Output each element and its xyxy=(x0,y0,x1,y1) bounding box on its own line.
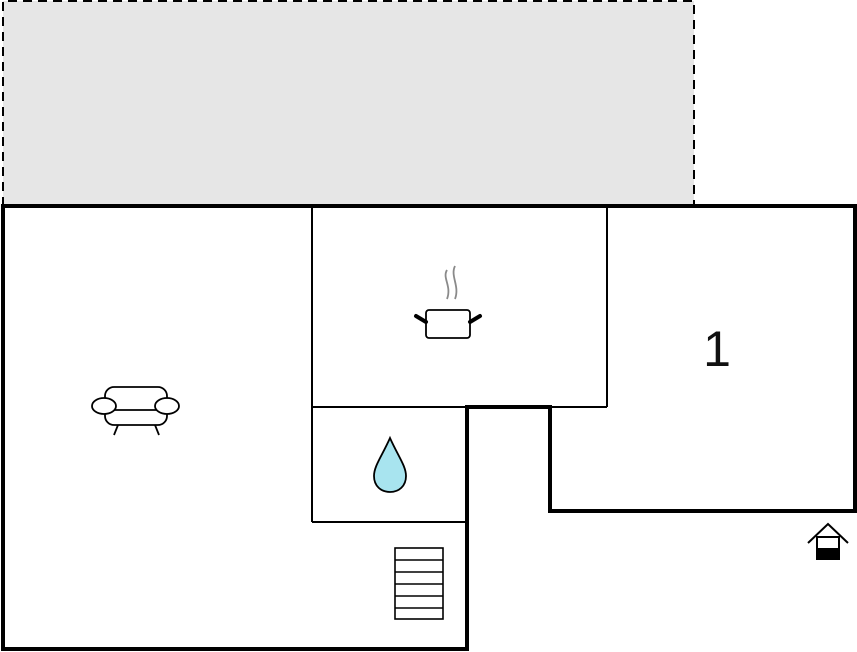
interior-walls xyxy=(311,206,608,523)
staircase-icon xyxy=(394,547,444,620)
terrace xyxy=(2,0,695,206)
terrace-area xyxy=(3,1,694,206)
cooking-pot-icon xyxy=(414,265,482,339)
sofa-icon xyxy=(91,386,180,436)
terrace-dashed-outline xyxy=(2,0,695,206)
entrance-house-icon xyxy=(807,522,849,560)
bedroom-number-label: 1 xyxy=(703,321,731,377)
water-drop-icon xyxy=(373,435,407,493)
